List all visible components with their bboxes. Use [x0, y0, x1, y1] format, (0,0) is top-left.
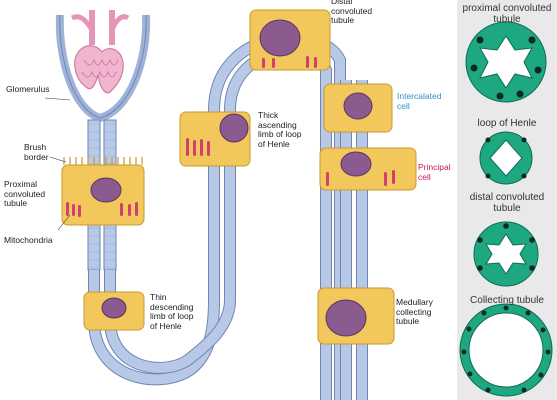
intercalated-cell-block [323, 83, 393, 133]
cross-section-title-proximal: proximal convoluted tubule [462, 3, 552, 25]
medullary-collecting-cell-block [317, 287, 395, 345]
cross-section-proximal [465, 21, 547, 103]
cross-section-distal [473, 221, 539, 287]
label-medullary-collecting-tubule: Medullary collecting tubule [396, 297, 433, 326]
leader-lines [44, 97, 71, 231]
label-mitochondria: Mitochondria [4, 235, 53, 245]
cross-section-loop-of-henle [479, 131, 533, 185]
thin-limb-cell-block [83, 291, 145, 331]
cross-section-collecting [459, 303, 553, 397]
proximal-cell-block [61, 157, 145, 226]
bowmans-capsule [55, 14, 151, 123]
label-thin-descending-limb: Thin descending limb of loop of Henle [150, 292, 194, 331]
cross-section-title-loop: loop of Henle [477, 118, 537, 129]
label-glomerulus: Glomerulus [6, 84, 50, 94]
label-brush-border: Brush border [24, 142, 49, 162]
label-proximal-convoluted-tubule: Proximal convoluted tubule [4, 179, 46, 208]
thick-ascending-cell-block [179, 111, 251, 167]
cross-section-title-distal: distal convoluted tubule [469, 192, 545, 214]
label-distal-convoluted-tubule: Distal convoluted tubule [331, 0, 373, 25]
label-thick-ascending-limb: Thick ascending limb of loop of Henle [258, 110, 302, 149]
distal-cell-block [249, 9, 331, 71]
glomerulus-tuft [70, 10, 130, 94]
principal-cell-block [319, 147, 417, 191]
cross-section-title-collecting: Collecting tubule [470, 295, 544, 306]
label-intercalated-cell: Intercalated cell [397, 91, 442, 111]
label-principal-cell: Principal cell [418, 162, 451, 182]
